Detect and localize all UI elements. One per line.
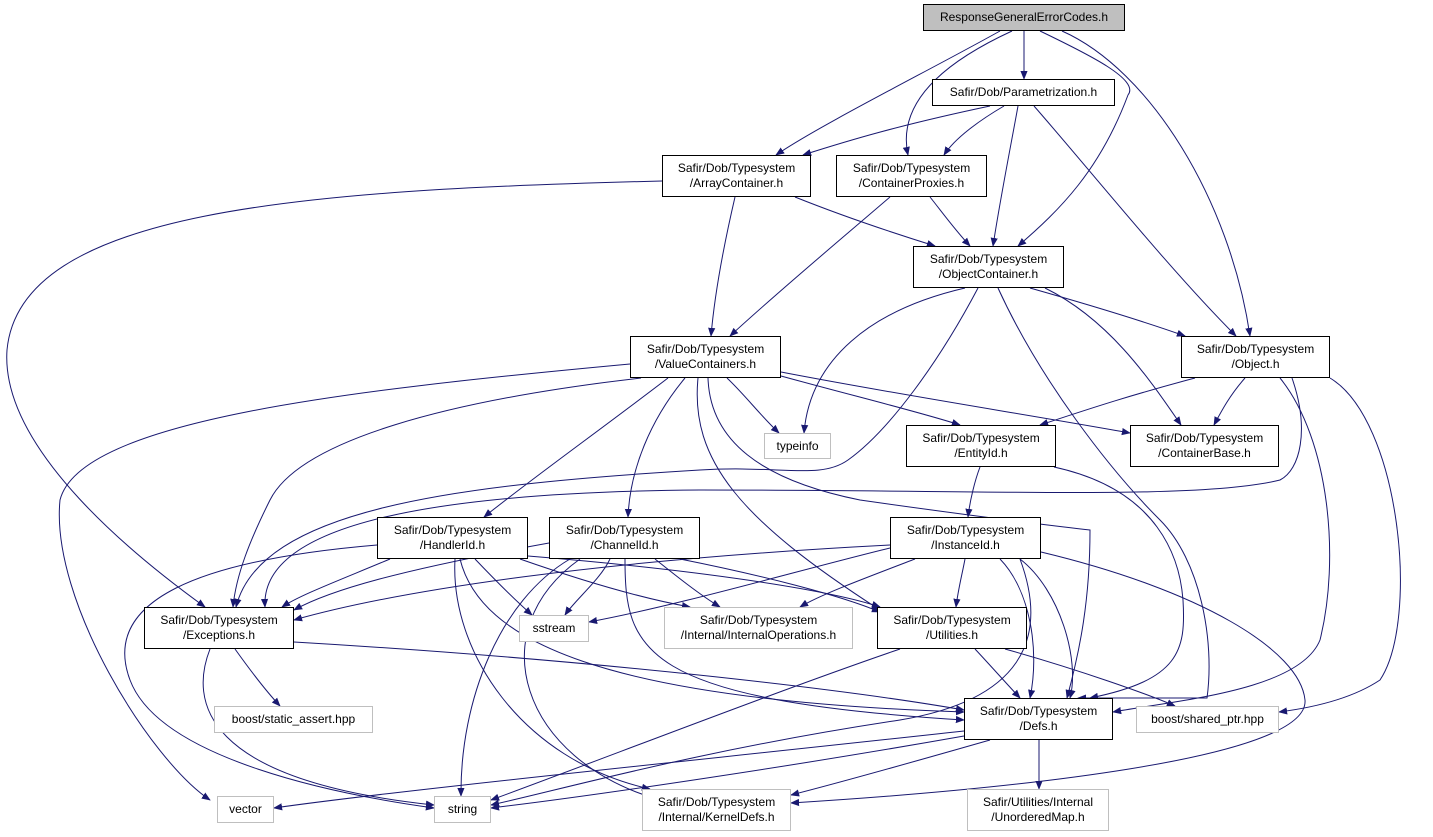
- node-boost-static-assert: boost/static_assert.hpp: [214, 706, 373, 733]
- node-boost-shared-ptr: boost/shared_ptr.hpp: [1136, 706, 1279, 733]
- edge-objcont-to-defs: [997, 287, 1210, 702]
- edge-valcont-to-utilities: [696, 377, 881, 611]
- edge-object-to-shared_ptr: [1278, 377, 1401, 715]
- node-unordered-map: Safir/Utilities/Internal /UnorderedMap.h: [967, 789, 1109, 831]
- edge-valcont-to-entityid: [780, 375, 961, 426]
- edge-entityid-to-instanceid: [965, 466, 981, 518]
- edge-channelid-to-kerneldefs: [523, 558, 661, 802]
- edge-array-to-objcont: [794, 196, 936, 248]
- node-object-container[interactable]: Safir/Dob/Typesystem /ObjectContainer.h: [913, 246, 1064, 288]
- edge-exceptions-to-static_assert: [234, 648, 281, 707]
- edge-root-to-array: [775, 30, 1001, 156]
- node-object[interactable]: Safir/Dob/Typesystem /Object.h: [1181, 336, 1330, 378]
- edge-handlerid-to-exceptions: [281, 558, 391, 608]
- edge-defs-to-vector: [273, 730, 965, 811]
- edge-channelid-to-string: [457, 558, 571, 797]
- edge-object-to-defs: [1112, 377, 1331, 715]
- edge-handlerid-to-sstream: [474, 558, 533, 616]
- edge-defs-to-string: [490, 735, 965, 811]
- edge-instanceid-to-sstream: [588, 547, 891, 625]
- edge-exceptions-to-string: [202, 648, 435, 808]
- edge-instanceid-to-string: [490, 558, 1032, 807]
- edge-utilities-to-string: [490, 648, 901, 801]
- edge-objcont-to-contbase: [1044, 287, 1182, 426]
- edge-object-to-contbase: [1213, 377, 1246, 426]
- edge-object-to-exceptions: [260, 377, 1302, 608]
- edge-array-to-exceptions: [6, 180, 663, 608]
- edge-valcont-to-typeinfo: [726, 377, 780, 434]
- edge-handlerid-to-utilities: [527, 555, 881, 608]
- edge-utilities-to-shared_ptr: [1004, 648, 1176, 707]
- node-sstream: sstream: [519, 615, 589, 642]
- edge-valcont-to-channelid: [624, 377, 686, 518]
- edge-channelid-to-sstream: [564, 558, 611, 616]
- edge-instanceid-to-internalops: [799, 558, 916, 608]
- edge-object-to-entityid: [1039, 377, 1196, 426]
- edge-proxies-to-valcont: [729, 196, 891, 337]
- node-defs[interactable]: Safir/Dob/Typesystem /Defs.h: [964, 698, 1113, 740]
- node-string: string: [434, 796, 491, 823]
- edge-handlerid-to-string: [124, 544, 435, 811]
- edge-defs-to-kerneldefs: [790, 739, 991, 797]
- edge-exceptions-to-defs: [293, 641, 965, 713]
- node-entity-id[interactable]: Safir/Dob/Typesystem /EntityId.h: [906, 425, 1056, 467]
- edge-instanceid-to-defs: [1019, 558, 1076, 699]
- edge-array-to-valcont: [708, 196, 736, 337]
- node-utilities[interactable]: Safir/Dob/Typesystem /Utilities.h: [877, 607, 1027, 649]
- edge-instanceid-to-exceptions: [293, 544, 891, 622]
- node-parametrization[interactable]: Safir/Dob/Parametrization.h: [932, 79, 1115, 106]
- edge-utilities-to-defs: [974, 648, 1021, 699]
- edge-valcont-to-vector: [58, 363, 631, 801]
- edge-instanceid-to-unorderedmap: [999, 558, 1036, 699]
- edge-valcont-to-exceptions: [230, 377, 642, 608]
- node-channel-id[interactable]: Safir/Dob/Typesystem /ChannelId.h: [549, 517, 700, 559]
- edge-root-to-object: [1061, 30, 1253, 337]
- edge-param-to-object: [1033, 105, 1237, 337]
- edge-channelid-to-internalops: [654, 558, 721, 608]
- node-container-proxies[interactable]: Safir/Dob/Typesystem /ContainerProxies.h: [836, 155, 987, 197]
- edge-root-to-objcont: [1017, 30, 1131, 247]
- node-root-response-general-error-codes: ResponseGeneralErrorCodes.h: [923, 4, 1125, 31]
- node-typeinfo: typeinfo: [764, 433, 831, 459]
- edge-handlerid-to-internalops: [519, 558, 691, 610]
- node-vector: vector: [217, 796, 274, 823]
- node-handler-id[interactable]: Safir/Dob/Typesystem /HandlerId.h: [377, 517, 528, 559]
- node-internal-operations: Safir/Dob/Typesystem /Internal/InternalO…: [664, 607, 853, 649]
- node-array-container[interactable]: Safir/Dob/Typesystem /ArrayContainer.h: [662, 155, 811, 197]
- edge-instanceid-to-kerneldefs: [790, 551, 1306, 807]
- edge-handlerid-to-defs: [459, 558, 965, 716]
- node-kernel-defs: Safir/Dob/Typesystem /Internal/KernelDef…: [642, 789, 791, 831]
- edge-instanceid-to-utilities: [953, 558, 966, 608]
- node-value-containers[interactable]: Safir/Dob/Typesystem /ValueContainers.h: [630, 336, 781, 378]
- edge-objcont-to-object: [1029, 287, 1186, 337]
- edge-handlerid-to-kerneldefs: [454, 558, 651, 791]
- edge-param-to-array: [802, 105, 991, 156]
- edge-objcont-to-typeinfo: [801, 287, 966, 434]
- node-container-base[interactable]: Safir/Dob/Typesystem /ContainerBase.h: [1130, 425, 1279, 467]
- edge-entityid-to-defs: [1053, 466, 1185, 700]
- edge-proxies-to-objcont: [929, 196, 971, 247]
- edge-valcont-to-contbase: [780, 371, 1131, 436]
- edge-param-to-objcont: [990, 105, 1019, 247]
- edge-objcont-to-exceptions: [234, 287, 979, 608]
- edge-channelid-to-utilities: [679, 558, 881, 613]
- edge-channelid-to-defs: [624, 558, 965, 724]
- node-exceptions[interactable]: Safir/Dob/Typesystem /Exceptions.h: [144, 607, 294, 649]
- edge-valcont-to-handlerid: [483, 377, 669, 518]
- edge-param-to-proxies: [943, 105, 1005, 156]
- node-instance-id[interactable]: Safir/Dob/Typesystem /InstanceId.h: [890, 517, 1041, 559]
